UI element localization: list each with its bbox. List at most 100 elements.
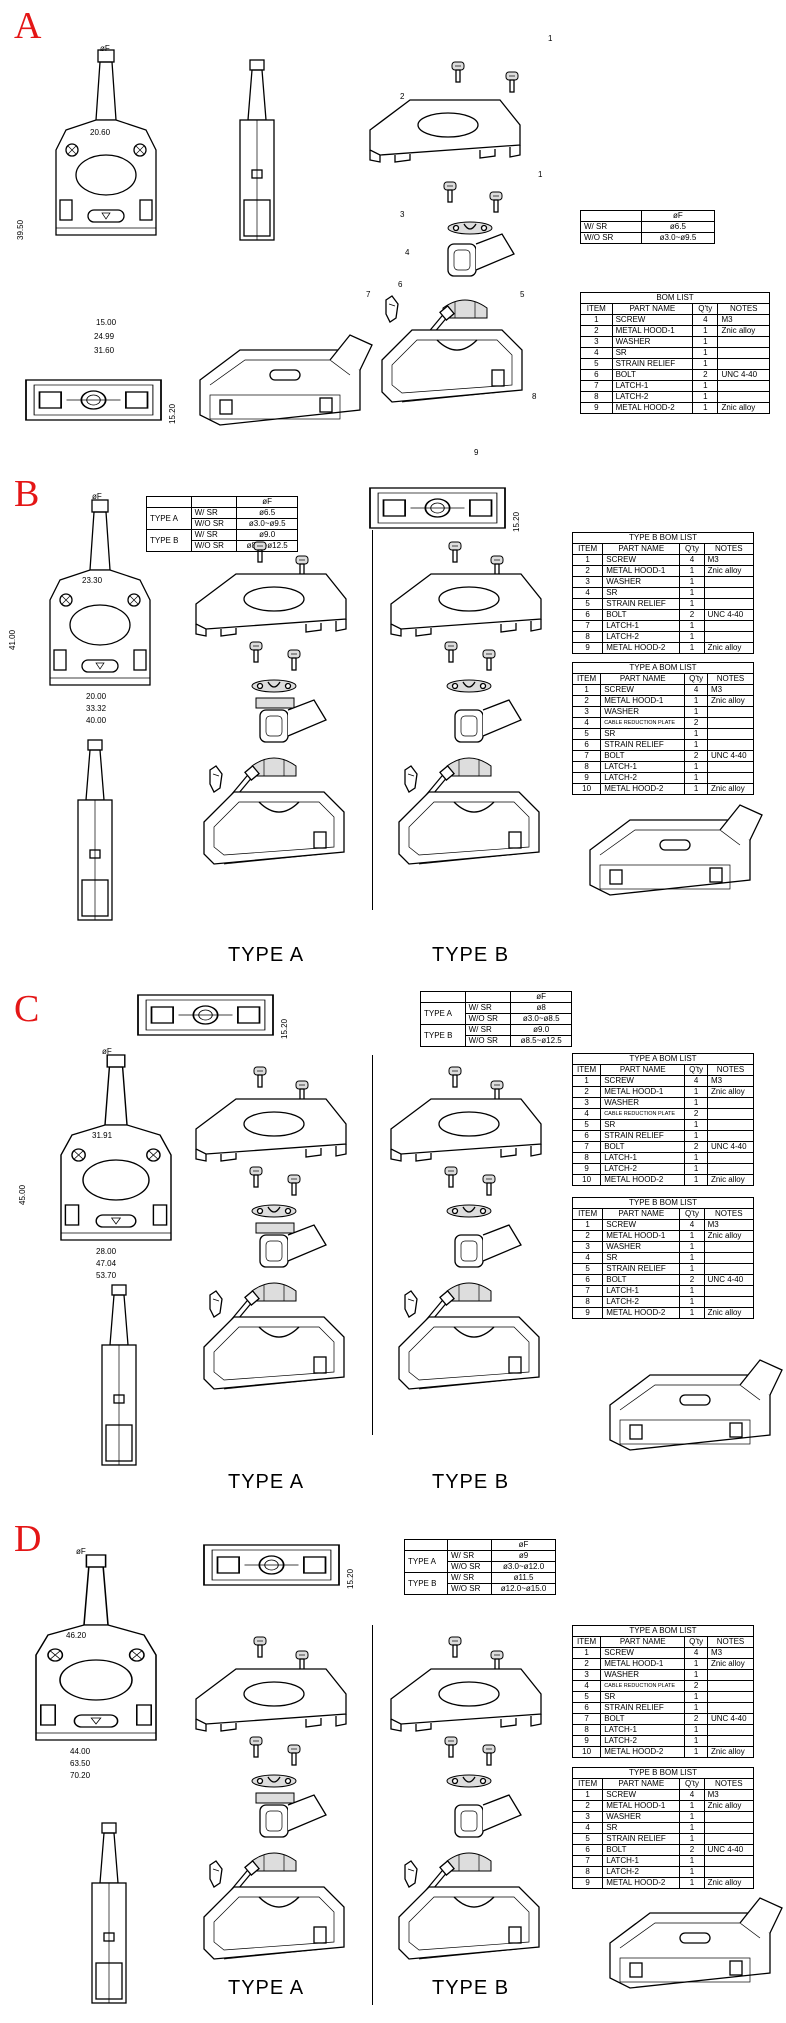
- bom-cell: [703, 1811, 755, 1823]
- bom-cell: SCREW: [602, 1789, 681, 1801]
- bom-cell: BOLT: [602, 1844, 681, 1856]
- bom-cell: 4: [571, 1822, 604, 1834]
- exploded-view: [390, 1066, 542, 1390]
- bom-cell: [703, 1833, 755, 1845]
- bom-cell: 5: [571, 1119, 602, 1131]
- dim-w3: 24.99: [94, 332, 115, 341]
- bom-cell: 8: [571, 631, 604, 643]
- bom-cell: 1: [679, 1296, 705, 1308]
- exploded-view: [195, 541, 347, 865]
- bom-cell: 1: [679, 598, 705, 610]
- bom-cell: 8: [571, 1152, 602, 1164]
- bom-cell: 2: [571, 1086, 602, 1098]
- bom-cell: 8: [571, 1724, 602, 1736]
- bom-cell: UNC 4-40: [706, 1141, 755, 1153]
- exploded-view: [199, 61, 523, 426]
- bom-cell: CABLE REDUCTION PLATE: [600, 717, 686, 729]
- bom-cell: LATCH-1: [602, 620, 681, 632]
- bom-cell: 1: [684, 1130, 708, 1142]
- bom-header: ITEM: [571, 673, 602, 685]
- bom-cell: STRAIN RELIEF: [602, 598, 681, 610]
- bom-cell: BOLT: [600, 1141, 686, 1153]
- dim-width-top: 46.20: [66, 1631, 87, 1640]
- bom-cell: METAL HOOD-2: [600, 1174, 686, 1186]
- bom-cell: LATCH-1: [602, 1855, 681, 1867]
- bom-cell: [706, 1735, 755, 1747]
- bom-cell: UNC 4-40: [717, 369, 770, 381]
- bom-cell: 2: [692, 369, 719, 381]
- bom-cell: [706, 1119, 755, 1131]
- bom-cell: Znic alloy: [703, 565, 755, 577]
- bom-cell: BOLT: [600, 750, 686, 762]
- bom-cell: 5: [571, 1691, 602, 1703]
- bom-cell: [706, 728, 755, 740]
- bom-cell: 1: [679, 620, 705, 632]
- bom-header: PART NAME: [600, 1064, 686, 1076]
- bom-header: NOTES: [717, 303, 770, 315]
- bom-cell: 4: [580, 347, 613, 359]
- bom-cell: [706, 1130, 755, 1142]
- section-c: C øF 31.91 45.00 28.00 47.04 53.70 15.20…: [0, 985, 786, 1500]
- callout: 9: [474, 448, 479, 457]
- bom-cell: 1: [684, 1097, 708, 1109]
- callout: 8: [532, 392, 537, 401]
- exploded-view: [195, 1066, 347, 1390]
- bom-cell: SCREW: [600, 1647, 686, 1659]
- bom-cell: 1: [679, 1263, 705, 1275]
- bom-cell: METAL HOOD-1: [602, 1230, 681, 1242]
- bom-cell: Znic alloy: [706, 1174, 755, 1186]
- bom-cell: 7: [580, 380, 613, 392]
- bom-cell: LATCH-1: [600, 761, 686, 773]
- bom-cell: 1: [679, 1833, 705, 1845]
- bom-cell: 4: [679, 1789, 705, 1801]
- bom-caption: TYPE A BOM LIST: [572, 1625, 754, 1637]
- bom-cell: 1: [692, 402, 719, 414]
- bom-caption: TYPE B BOM LIST: [572, 532, 754, 544]
- bom-cell: Znic alloy: [703, 1307, 755, 1319]
- bom-cell: [703, 1855, 755, 1867]
- bom-cell: BOLT: [600, 1713, 686, 1725]
- bom-cell: LATCH-2: [602, 1866, 681, 1878]
- side-view-drawing: [101, 1284, 137, 1466]
- bom-cell: 7: [571, 1713, 602, 1725]
- bom-header: PART NAME: [602, 543, 681, 555]
- type-a-label: TYPE A: [228, 1977, 305, 1999]
- callout: 1: [538, 170, 543, 179]
- bom-cell: WASHER: [602, 1241, 681, 1253]
- bom-cell: 1: [684, 1152, 708, 1164]
- bom-cell: Znic alloy: [706, 1658, 755, 1670]
- bom-cell: 1: [571, 684, 602, 696]
- bom-cell: METAL HOOD-2: [602, 1877, 681, 1889]
- bom-header: Q'ty: [684, 673, 708, 685]
- bom-cell: 1: [571, 1789, 604, 1801]
- bom-cell: 1: [692, 325, 719, 337]
- bom-cell: 4: [679, 554, 705, 566]
- bom-cell: 1: [684, 1163, 708, 1175]
- exploded-view: [390, 541, 542, 865]
- bom-cell: 1: [679, 1866, 705, 1878]
- bom-cell: 2: [684, 1108, 708, 1120]
- bom-cell: 2: [679, 1274, 705, 1286]
- bom-cell: 2: [684, 1141, 708, 1153]
- bom-cell: M3: [706, 1075, 755, 1087]
- bom-cell: [703, 620, 755, 632]
- bom-cell: 1: [684, 1086, 708, 1098]
